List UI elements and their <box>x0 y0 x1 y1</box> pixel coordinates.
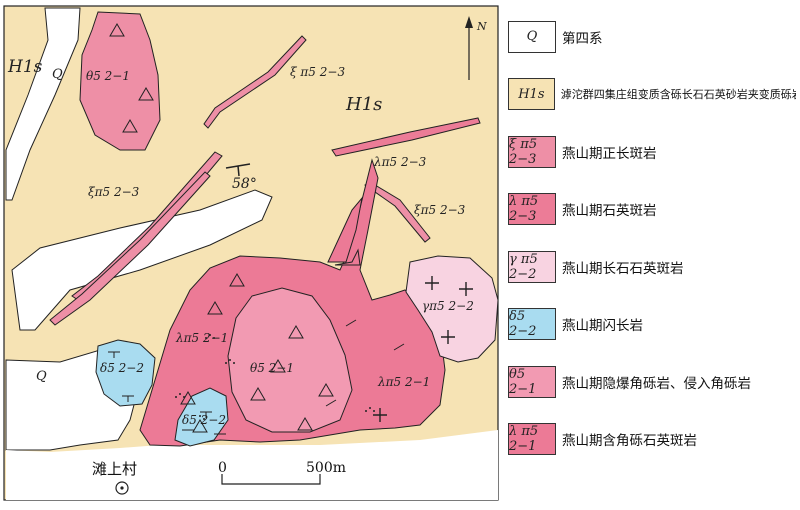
unit-label-lambda-top: λπ5 2−3 <box>373 155 427 169</box>
legend-item-h1s: H1s 滹沱群四集庄组变质含砾长石石英砂岩夹变质砾岩 <box>508 66 796 124</box>
unit-label-theta-center: θ5 2−1 <box>250 361 294 375</box>
unit-label-theta-nw: θ5 2−1 <box>86 69 130 83</box>
quaternary-band-north <box>5 7 81 201</box>
scale-start-label: 0 <box>218 460 227 476</box>
legend-item-quartz-porphyry: λ π5 2−3 燕山期石英斑岩 <box>508 181 796 239</box>
scale-bar <box>221 474 321 485</box>
unit-label-h1s-center: H1s <box>345 94 382 115</box>
legend-item-feldspar-quartz-porphyry: γ π5 2−2 燕山期长石石英斑岩 <box>508 238 796 296</box>
legend-item-syenite-porphyry: ξ π5 2−3 燕山期正长斑岩 <box>508 123 796 181</box>
legend-swatch: θ5 2−1 <box>508 365 556 398</box>
geologic-map: N 58° Q Q H1s H1s θ5 2−1 θ5 2−1 ξ π5 2−3… <box>3 5 499 501</box>
unit-label-delta-west: δ5 2−2 <box>100 361 144 375</box>
legend-swatch: δ5 2−2 <box>508 308 556 341</box>
legend-swatch: Q <box>508 20 556 53</box>
strike-dip-symbol <box>225 163 251 177</box>
village-label: 滩上村 <box>92 460 137 478</box>
syenite-dike-north <box>203 35 307 129</box>
legend-label: 燕山期闪长岩 <box>562 318 643 335</box>
legend-swatch: λ π5 2−3 <box>508 193 556 226</box>
legend-swatch: H1s <box>508 78 555 111</box>
legend: Q 第四系 H1s 滹沱群四集庄组变质含砾长石石英砂岩夹变质砾岩 ξ π5 2−… <box>508 8 796 468</box>
legend-label: 第四系 <box>562 30 603 47</box>
legend-label: 燕山期含角砾石英斑岩 <box>562 433 697 450</box>
unit-label-q-top: Q <box>52 67 63 82</box>
breccia-triangles <box>109 23 334 433</box>
unit-label-q-bottom: Q <box>36 369 47 384</box>
legend-symbol: H1s <box>518 86 545 102</box>
diorite-body-south <box>174 387 229 447</box>
legend-symbol: θ5 2−1 <box>509 366 537 397</box>
unit-label-xi-left: ξπ5 2−3 <box>88 185 140 199</box>
granite-plus-symbols <box>373 276 473 422</box>
legend-item-breccia: θ5 2−1 燕山期隐爆角砾岩、侵入角砾岩 <box>508 353 796 411</box>
unit-label-gamma: γπ5 2−2 <box>422 299 474 313</box>
legend-swatch: γ π5 2−2 <box>508 250 556 283</box>
legend-item-diorite: δ5 2−2 燕山期闪长岩 <box>508 296 796 354</box>
legend-item-breccia-quartz-porphyry: λ π5 2−1 燕山期含角砾石英斑岩 <box>508 411 796 469</box>
unit-label-delta-south: δ5 2−2 <box>182 413 226 427</box>
quaternary-band-central <box>11 189 273 331</box>
legend-symbol: λ π5 2−1 <box>509 424 539 455</box>
quaternary-south <box>6 430 498 500</box>
unit-label-h1s-left: H1s <box>7 57 43 77</box>
legend-label: 滹沱群四集庄组变质含砾长石石英砂岩夹变质砾岩 <box>560 88 796 102</box>
diorite-body-west <box>95 339 156 407</box>
legend-swatch: λ π5 2−1 <box>508 423 556 456</box>
legend-symbol: ξ π5 2−3 <box>509 136 538 167</box>
unit-label-lambda-east: λπ5 2−1 <box>377 375 430 389</box>
village-symbol <box>115 481 129 495</box>
dip-angle-label: 58° <box>232 176 257 192</box>
legend-swatch: ξ π5 2−3 <box>508 135 556 168</box>
legend-label: 燕山期正长斑岩 <box>562 145 657 162</box>
breccia-dots <box>175 334 375 420</box>
scale-end-label: 500m <box>306 460 346 476</box>
unit-label-lambda-west: λπ5 2−1 <box>175 331 228 345</box>
legend-label: 燕山期石英斑岩 <box>562 203 657 220</box>
legend-symbol: γ π5 2−2 <box>509 251 538 282</box>
legend-item-quaternary: Q 第四系 <box>508 8 796 66</box>
unit-label-xi-right: ξπ5 2−3 <box>414 203 466 217</box>
diorite-ticks <box>108 319 405 435</box>
legend-label: 燕山期长石石英斑岩 <box>562 260 684 277</box>
legend-symbol: δ5 2−2 <box>509 309 537 340</box>
north-label: N <box>476 20 487 33</box>
porphyry-apophysis-b <box>334 248 361 266</box>
porphyry-apophysis-a <box>327 196 363 263</box>
syenite-dike-west-b <box>49 171 211 326</box>
north-arrow <box>465 16 473 80</box>
breccia-body-northwest <box>79 11 161 151</box>
quartz-porphyry-dike <box>331 117 481 157</box>
legend-label: 燕山期隐爆角砾岩、侵入角砾岩 <box>562 375 751 392</box>
legend-symbol: Q <box>526 29 538 45</box>
unit-label-xi-top: ξ π5 2−3 <box>290 65 345 79</box>
legend-symbol: λ π5 2−3 <box>509 194 539 225</box>
